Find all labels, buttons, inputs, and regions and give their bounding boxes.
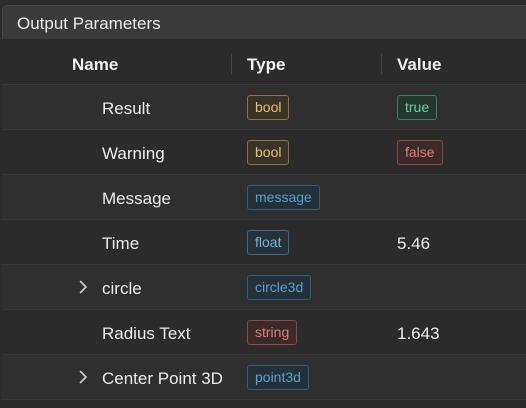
type-badge: bool [247, 95, 290, 120]
table-row[interactable]: Message message [2, 175, 526, 220]
column-separator[interactable] [381, 54, 382, 74]
value-badge: true [397, 95, 438, 120]
parameter-name: Message [102, 189, 171, 208]
table-row[interactable]: Radius Text string 1.643 [2, 310, 526, 355]
parameter-name: circle [102, 279, 142, 298]
column-separator[interactable] [231, 54, 232, 74]
parameter-name: Time [102, 234, 140, 253]
column-header-type[interactable]: Type [247, 55, 286, 74]
type-badge: string [247, 320, 298, 345]
panel-header: Output Parameters [2, 5, 526, 39]
table-row[interactable]: circle circle3d [2, 265, 526, 310]
parameter-name: Center Point 3D [102, 369, 223, 388]
table-header: Name Type Value [2, 39, 526, 85]
panel-title: Output Parameters [17, 14, 161, 33]
parameter-name: Result [102, 99, 151, 118]
chevron-right-icon[interactable] [76, 278, 90, 296]
type-badge: float [247, 230, 290, 255]
table-row[interactable]: Warning bool false [2, 130, 526, 175]
parameter-name: Radius Text [102, 324, 191, 343]
value-text: 5.46 [397, 234, 431, 253]
type-badge: circle3d [247, 275, 312, 300]
table-row[interactable]: Center Point 3D point3d [2, 355, 526, 400]
table-row[interactable]: Time float 5.46 [2, 220, 526, 265]
column-header-name[interactable]: Name [72, 55, 119, 74]
parameter-name: Warning [102, 144, 165, 163]
chevron-right-icon[interactable] [76, 368, 90, 386]
value-text: 1.643 [397, 324, 440, 343]
value-badge: false [397, 140, 443, 165]
type-badge: point3d [247, 365, 309, 390]
column-header-value[interactable]: Value [397, 55, 442, 74]
table-row[interactable]: Result bool true [2, 85, 526, 130]
type-badge: message [247, 185, 320, 210]
type-badge: bool [247, 140, 290, 165]
